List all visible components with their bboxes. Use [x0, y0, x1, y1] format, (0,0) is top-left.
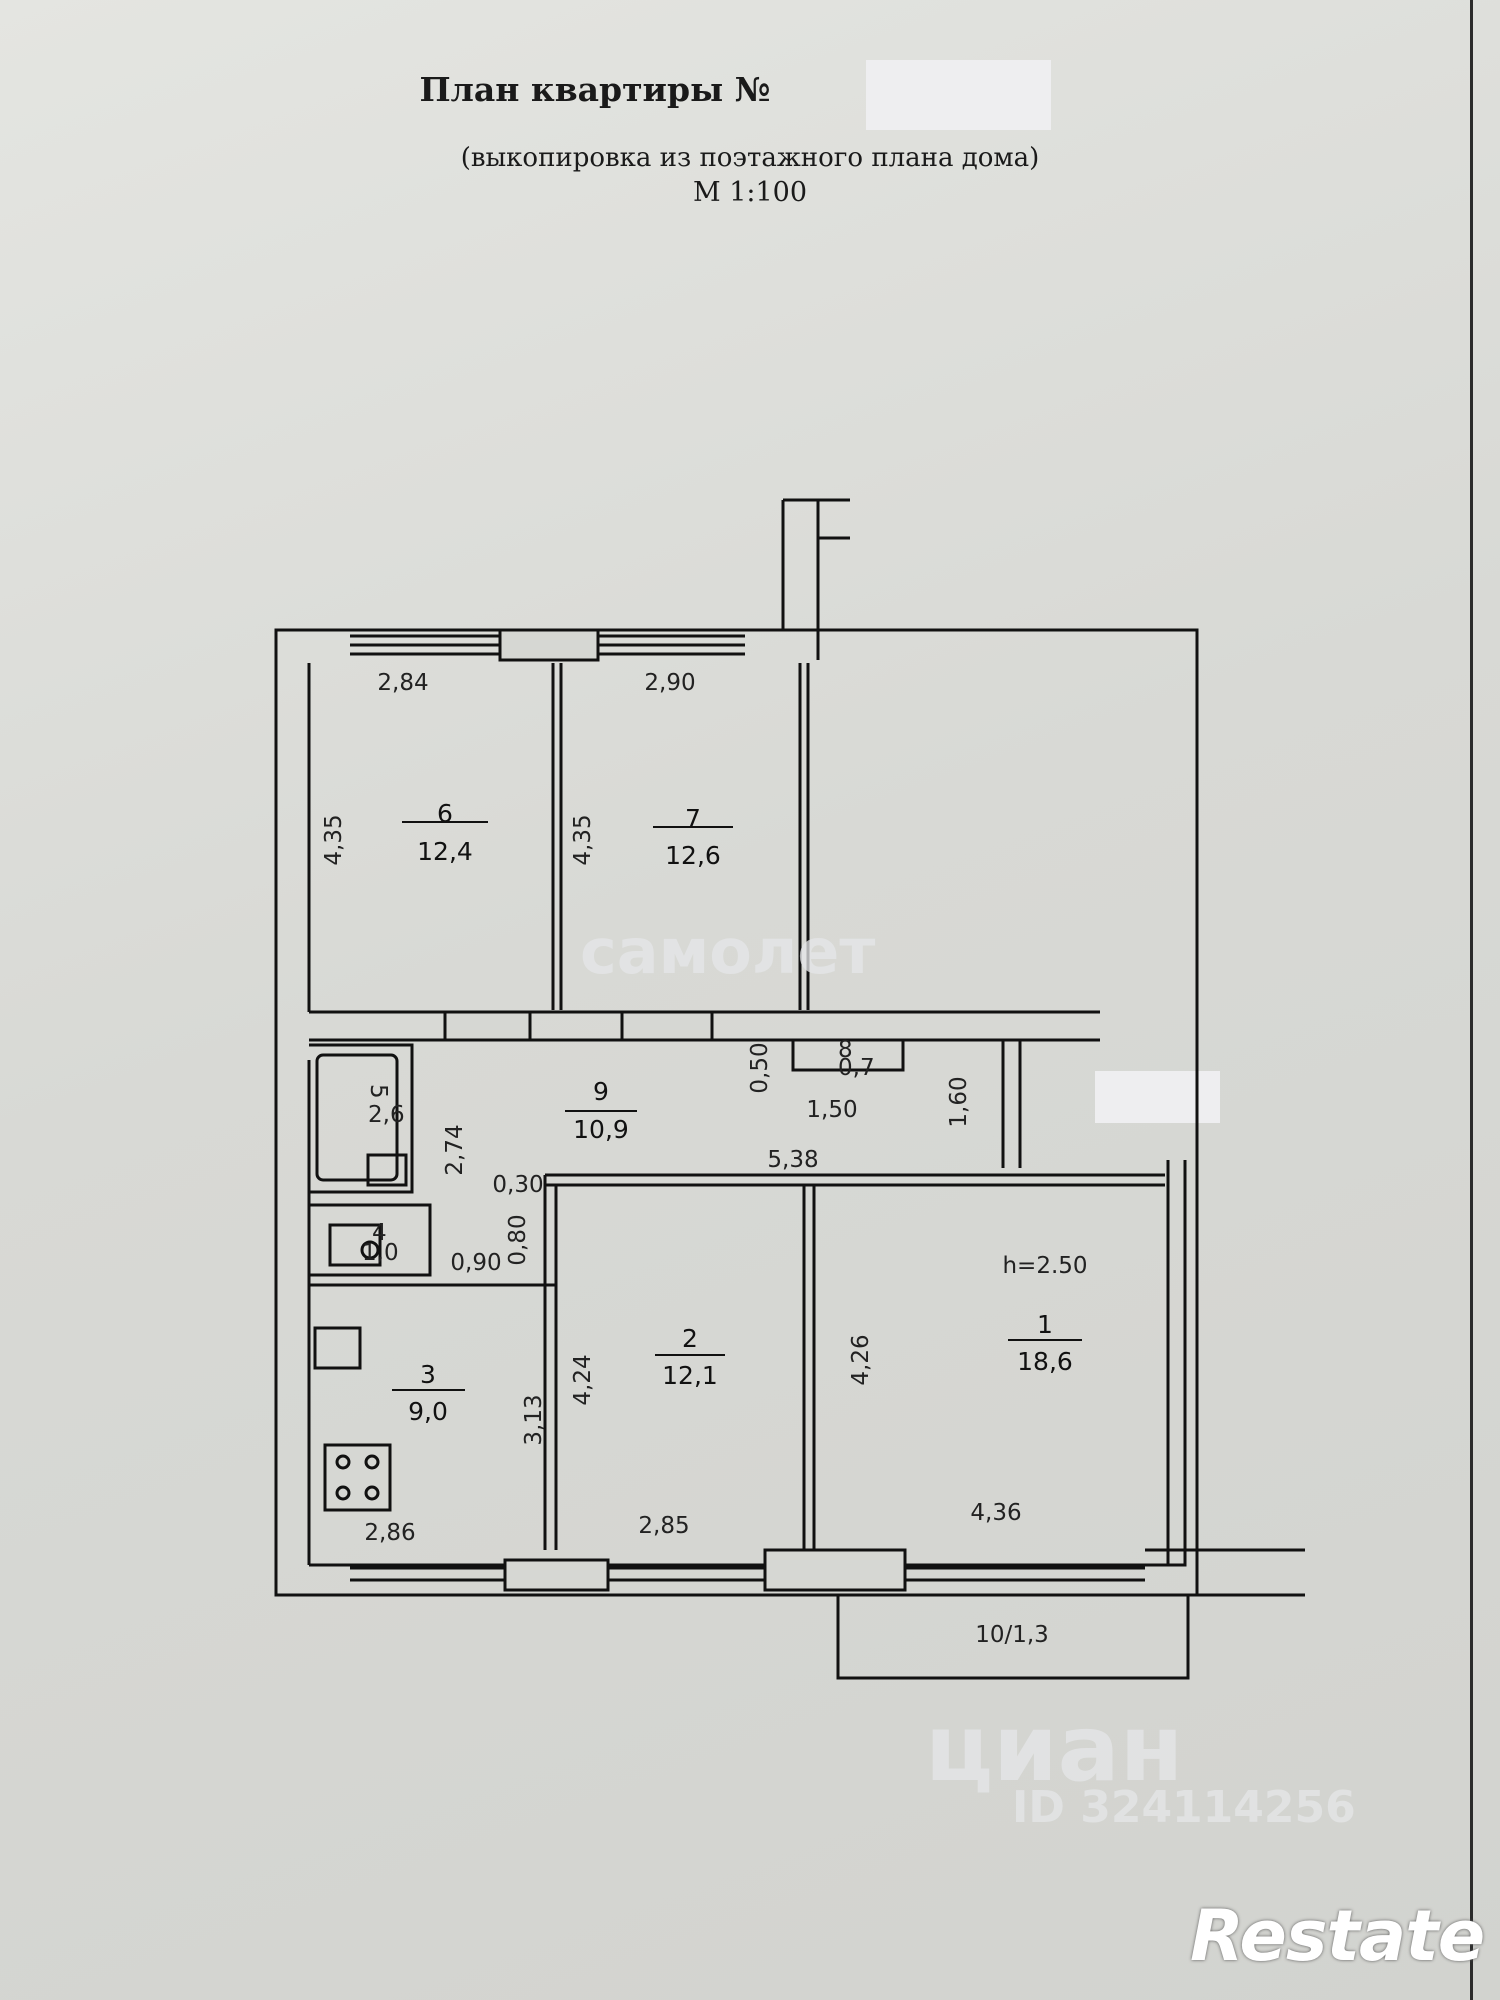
dim-r2-width: 2,85 [638, 1513, 689, 1539]
page-edge-line [1470, 0, 1473, 2000]
pier-bottom-2 [763, 1548, 907, 1592]
room-3-number: 3 [420, 1360, 436, 1389]
pier-bottom-1 [503, 1558, 610, 1592]
samolet-watermark: самолет [580, 915, 876, 988]
burner [364, 1454, 380, 1470]
dim-closet-b: 1,50 [806, 1097, 857, 1123]
partition-2-1 [802, 1185, 816, 1550]
corridor-lower-wall [543, 1173, 1165, 1550]
ceiling-height: h=2.50 [1002, 1253, 1087, 1279]
dim-wall-b: 0,80 [505, 1214, 531, 1265]
toilet [328, 1223, 382, 1267]
room-5-area: 2,6 [368, 1102, 405, 1128]
door-6 [443, 1010, 532, 1042]
cian-watermark: циан [925, 1695, 1184, 1802]
dim-wall-a: 0,30 [492, 1172, 543, 1198]
room-2-area: 12,1 [662, 1361, 718, 1390]
dim-corridor-length: 5,38 [767, 1147, 818, 1173]
dim-r7-width: 2,90 [644, 670, 695, 696]
plan-scale: М 1:100 [692, 177, 808, 208]
room-8-area: 0,7 [838, 1055, 875, 1081]
dim-r1-height: 4,26 [848, 1334, 874, 1385]
room-1-area: 18,6 [1017, 1347, 1073, 1376]
room-2-number: 2 [682, 1324, 698, 1353]
dim-r3-width: 2,86 [364, 1520, 415, 1546]
room-3-area: 9,0 [408, 1397, 448, 1426]
dim-r2-height: 4,24 [570, 1354, 596, 1405]
dim-r6-height: 4,35 [321, 814, 347, 865]
door-7 [620, 1010, 714, 1042]
dim-r3-height: 3,13 [521, 1394, 547, 1445]
plan-subtitle: (выкопировка из поэтажного плана дома) [460, 143, 1040, 173]
room-5-number: 5 [365, 1084, 391, 1099]
room-9-area: 10,9 [573, 1115, 629, 1144]
room-7-area: 12,6 [665, 841, 721, 870]
stove [323, 1443, 392, 1512]
toilet-bowl [360, 1240, 380, 1260]
room-7-number: 7 [685, 804, 701, 833]
dim-closet-c: 1,60 [946, 1076, 972, 1127]
outer-wall [274, 628, 1199, 1597]
room-4-number: 4 [372, 1220, 387, 1246]
balcony-label: 10/1,3 [975, 1622, 1049, 1648]
burner [335, 1454, 351, 1470]
closet-wall [1001, 1040, 1022, 1168]
labels: 6 12,4 7 12,6 9 10,9 3 9,0 2 12,1 1 18,6… [321, 670, 1088, 1648]
dim-r1-width: 4,36 [970, 1500, 1021, 1526]
room-8-number: 8 [838, 1037, 853, 1063]
burner [364, 1485, 380, 1501]
room-9-number: 9 [593, 1077, 609, 1106]
room-1-number: 1 [1037, 1310, 1053, 1339]
redacted-block [1095, 1071, 1220, 1123]
cian-id-watermark: ID 324114256 [1012, 1782, 1356, 1833]
partition-6-7 [551, 663, 563, 1010]
room-6-area: 12,4 [417, 837, 473, 866]
room-4-area: 1,0 [362, 1240, 399, 1266]
dim-r6-width: 2,84 [377, 670, 428, 696]
balcony [836, 1593, 1190, 1680]
chimney [781, 498, 850, 660]
outer-wall-inner [307, 663, 1187, 1567]
dim-corridor-r5: 2,74 [442, 1124, 468, 1175]
plan-title: План квартиры № [0, 70, 1500, 109]
kitchen-sink [313, 1326, 362, 1370]
bathtub [315, 1053, 399, 1182]
dim-wall-c: 0,90 [450, 1250, 501, 1276]
room-6-number: 6 [437, 799, 453, 828]
window-top [350, 634, 745, 656]
partition-7-east [798, 663, 810, 1010]
closet-8 [791, 1038, 905, 1072]
restate-logo: Restate [1190, 1895, 1485, 1977]
dim-r7-height: 4,35 [570, 814, 596, 865]
burner [335, 1485, 351, 1501]
apartment-number-redacted [866, 60, 1051, 130]
sink-bath [366, 1153, 408, 1187]
bath-walls [309, 1043, 432, 1277]
dim-closet-a: 0,50 [747, 1042, 773, 1093]
pier-top-1 [498, 628, 600, 662]
plan-title-label: План квартиры № [419, 70, 771, 109]
window-bottom [350, 1566, 1145, 1582]
